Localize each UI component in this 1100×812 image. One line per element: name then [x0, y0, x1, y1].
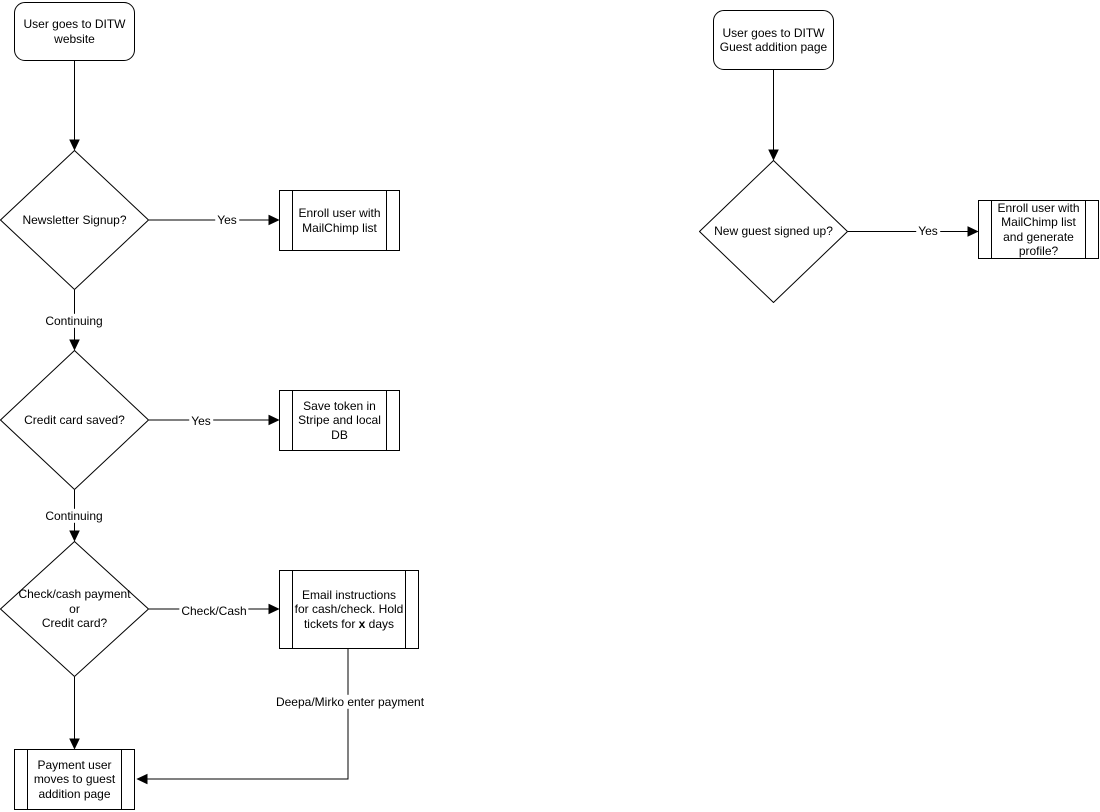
edge-email-to-paymentmoves	[136, 649, 349, 785]
edge-label-check-cash: Check/Cash	[179, 603, 249, 619]
process-save-token[interactable]: Save token in Stripe and local DB	[279, 390, 400, 451]
decision-new-guest-signed-up-label: New guest signed up?	[714, 224, 833, 239]
process-payment-user-moves-label: Payment user moves to guest addition pag…	[33, 757, 116, 801]
process-payment-user-moves[interactable]: Payment user moves to guest addition pag…	[14, 749, 135, 810]
decision-new-guest-signed-up[interactable]: New guest signed up?	[699, 160, 848, 303]
decision-newsletter-signup-label: Newsletter Signup?	[22, 212, 127, 227]
decision-newsletter-signup[interactable]: Newsletter Signup?	[0, 150, 149, 290]
edge-label-continuing-2: Continuing	[43, 508, 105, 524]
node-start-website-label: User goes to DITW website	[23, 17, 126, 46]
process-email-instructions-label: Email instructions for cash/check. Hold …	[280, 588, 418, 631]
process-email-instructions[interactable]: Email instructions for cash/check. Hold …	[279, 570, 419, 649]
process-enroll-mailchimp-label: Enroll user with MailChimp list	[298, 206, 381, 235]
edge-label-yes-new-guest: Yes	[916, 223, 940, 239]
process-enroll-mailchimp[interactable]: Enroll user with MailChimp list	[279, 190, 400, 251]
diamond-shape	[0, 150, 149, 290]
node-start-website[interactable]: User goes to DITW website	[14, 2, 135, 61]
email-instructions-bold-x: x	[358, 616, 366, 631]
decision-payment-method[interactable]: Check/cash payment or Credit card?	[0, 541, 149, 677]
diamond-shape	[699, 160, 848, 303]
email-instructions-text: Email instructions for cash/check. Hold …	[294, 587, 404, 631]
edge-label-yes-newsletter: Yes	[215, 212, 239, 228]
diamond-shape	[0, 350, 149, 490]
process-enroll-generate-profile[interactable]: Enroll user with MailChimp list and gene…	[978, 200, 1099, 259]
decision-credit-card-saved[interactable]: Credit card saved?	[0, 350, 149, 490]
process-enroll-generate-profile-label: Enroll user with MailChimp list and gene…	[997, 200, 1080, 258]
email-instructions-text-tail: days	[365, 616, 395, 631]
decision-payment-method-label: Check/cash payment or Credit card?	[18, 587, 131, 631]
edge-label-continuing-1: Continuing	[43, 313, 105, 329]
decision-credit-card-saved-label: Credit card saved?	[24, 412, 125, 427]
node-start-guest-page-label: User goes to DITW Guest addition page	[719, 25, 828, 54]
edge-label-deepa-mirko: Deepa/Mirko enter payment	[273, 694, 427, 710]
edge-label-yes-credit: Yes	[189, 413, 213, 429]
diamond-shape	[0, 541, 149, 677]
process-save-token-label: Save token in Stripe and local DB	[298, 398, 381, 442]
node-start-guest-page[interactable]: User goes to DITW Guest addition page	[713, 10, 834, 70]
